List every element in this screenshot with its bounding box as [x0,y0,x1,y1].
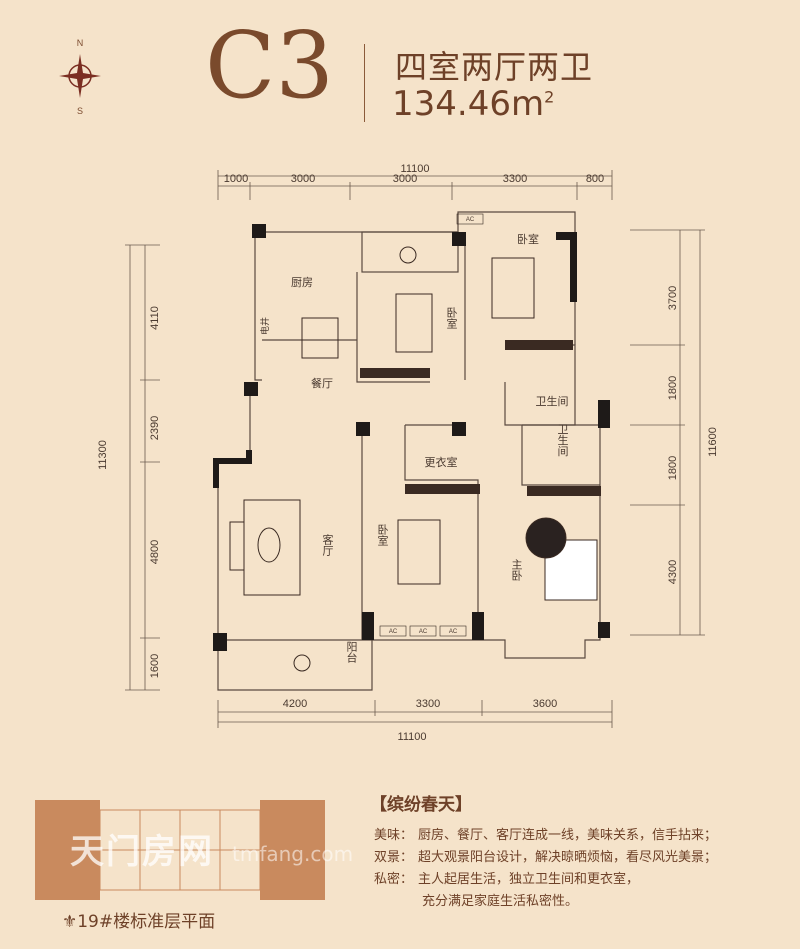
area-value: 134.46m [392,84,545,124]
dim-left-1: 4110 [149,306,161,330]
dim-top-total: 11100 [401,163,430,175]
feature-text: 厨房、餐厅、客厅连成一线，美味关系，信手拈来； [418,828,718,843]
unit-area: 134.46m2 [392,84,554,124]
feature-item: 私密： 主人起居生活，独立卫生间和更衣室， 充分满足家庭生活私密性。 [374,869,800,913]
watermark-url: tmfang.com [232,842,354,866]
room-dining: 餐厅 [311,376,333,390]
ac-unit-label: AC [389,629,398,635]
dim-top-5: 800 [586,173,604,185]
feature-text: 超大观景阳台设计，解决晾晒烦恼，看尽风光美景； [418,850,718,865]
feature-label: 美味： [374,828,414,843]
dim-bottom-3: 3600 [533,698,557,710]
dim-top-3: 3000 [393,173,417,185]
coffee-table-icon [257,527,281,563]
ac-unit-label: AC [449,629,458,635]
feature-label: 私密： [374,872,414,887]
room-bathroom-1: 卫生间 [536,394,569,408]
compass-icon: N S [59,38,101,116]
walls [217,211,601,691]
dim-right-2: 1800 [667,376,679,400]
floor-caption: ⚜19#楼标准层平面 [62,912,216,932]
dim-right-total: 11600 [707,427,719,457]
dim-bottom-2: 3300 [416,698,440,710]
building-key-plan [35,800,325,900]
dim-right-4: 4300 [667,560,679,584]
table-icon [399,246,417,264]
room-dressing: 更衣室 [425,455,458,469]
rug-icon [243,499,301,596]
room-balcony: 阳台 [345,641,358,663]
dim-left-3: 4800 [149,540,161,564]
compass-north-label: N [77,38,84,48]
title-divider [364,44,365,122]
dim-top-1: 1000 [224,173,248,185]
structural-columns [213,224,610,651]
dimension-lines [125,170,705,728]
feature-text-continued: 充分满足家庭生活私密性。 [422,894,579,909]
dim-right-1: 3700 [667,286,679,310]
dim-left-2: 2390 [149,416,161,440]
bed-icon [491,257,535,319]
floor-plan: 11100 1000 3000 3000 3300 800 4200 3300 … [97,163,719,743]
compass-south-label: S [77,106,83,116]
unit-layout: 四室两厅两卫 [395,48,594,86]
bed-icon [395,293,433,353]
room-bedroom-middle: 卧室 [376,524,389,546]
dining-table-icon [301,317,339,359]
ac-unit-label: AC [419,629,428,635]
room-bedroom-north-middle: 卧室 [445,307,458,329]
room-master-bedroom: 主卧 [510,559,523,581]
room-bedroom-north-east: 卧室 [517,232,539,246]
dim-left-4: 1600 [149,654,161,678]
dim-bottom-total: 11100 [398,731,427,743]
unit-code: C3 [205,12,334,119]
room-kitchen: 厨房 [291,276,313,289]
dim-top-2: 3000 [291,173,315,185]
feature-label: 双景： [374,850,414,865]
features-panel: 【缤纷春天】 美味： 厨房、餐厅、客厅连成一线，美味关系，信手拈来； 双景： 超大观… [370,790,800,913]
feature-item: 双景： 超大观景阳台设计，解决晾晒烦恼，看尽风光美景； [374,847,800,869]
area-unit-sup: 2 [544,87,555,107]
room-elevator-shaft: 电井 [259,317,270,335]
dim-left-total: 11300 [97,440,109,470]
ac-unit-label: AC [466,217,475,223]
room-living: 客厅 [321,533,334,556]
feature-text: 主人起居生活，独立卫生间和更衣室， [418,872,640,887]
round-rug-icon [525,517,567,559]
wardrobes [360,340,601,496]
furniture [229,246,598,672]
table-icon [293,654,311,672]
bed-icon [397,519,441,585]
features-title: 【缤纷春天】 [370,795,472,815]
room-bathroom-2: 卫生间 [556,424,569,458]
feature-item: 美味： 厨房、餐厅、客厅连成一线，美味关系，信手拈来； [374,825,800,847]
sofa-icon [229,521,245,571]
dim-bottom-1: 4200 [283,698,307,710]
dim-right-3: 1800 [667,456,679,480]
dim-top-4: 3300 [503,173,527,185]
watermark: 天门房网 [70,832,214,872]
